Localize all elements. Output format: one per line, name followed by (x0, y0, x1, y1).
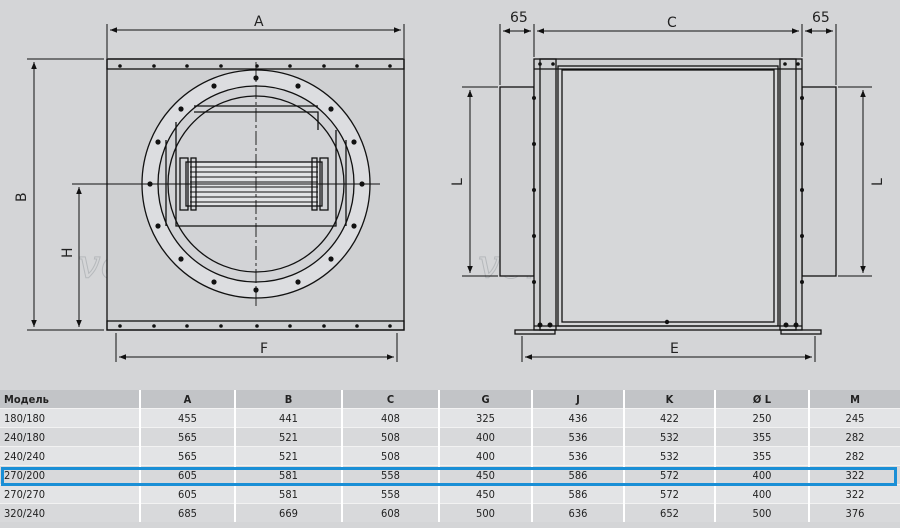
table-cell: 270/200 (0, 465, 141, 485)
header-b: B (235, 390, 343, 409)
table-cell: 180/180 (0, 408, 141, 428)
side-view (499, 58, 837, 335)
table-cell: 685 (140, 503, 236, 522)
table-cell: 669 (235, 503, 343, 522)
header-a: A (140, 390, 236, 409)
technical-drawing: ventilatorry.ru ventilatorry.ru (14, 10, 886, 362)
table-cell: 270/270 (0, 484, 141, 504)
table-cell: 605 (140, 484, 236, 504)
table-cell: 441 (235, 408, 343, 428)
table-cell: 652 (624, 503, 716, 522)
header-g: G (439, 390, 533, 409)
table-cell: 581 (235, 465, 343, 485)
table-row: 320/240 685 669 608 500 636 652 500 376 (0, 503, 900, 522)
table-cell: 558 (342, 484, 440, 504)
table-row: 240/180 565 521 508 400 536 532 355 282 (0, 427, 900, 447)
table-row-highlighted: 270/200 605 581 558 450 586 572 400 322 (0, 465, 900, 485)
dim-label-e: E (670, 341, 679, 357)
dim-label-a: A (254, 14, 264, 30)
table-cell: 586 (532, 465, 625, 485)
dim-label-offset-right: 65 (812, 10, 830, 26)
table-cell: 400 (715, 465, 810, 485)
table-cell: 581 (235, 484, 343, 504)
table-cell: 400 (439, 427, 533, 447)
table-cell: 500 (715, 503, 810, 522)
dim-label-h: H (60, 247, 76, 258)
front-view (106, 58, 405, 331)
table-cell: 586 (532, 484, 625, 504)
dim-label-b: B (14, 192, 30, 202)
table-cell: 508 (342, 446, 440, 466)
table-cell: 500 (439, 503, 533, 522)
table-cell: 436 (532, 408, 625, 428)
table-cell: 320/240 (0, 503, 141, 522)
table-cell: 355 (715, 446, 810, 466)
dim-label-l-left: L (450, 178, 466, 186)
table-row: 180/180 455 441 408 325 436 422 250 245 (0, 408, 900, 428)
table-cell: 450 (439, 484, 533, 504)
table-cell: 532 (624, 427, 716, 447)
table-cell: 355 (715, 427, 810, 447)
dim-label-offset-left: 65 (510, 10, 528, 26)
table-cell: 455 (140, 408, 236, 428)
table-cell: 400 (439, 446, 533, 466)
header-model: Модель (0, 390, 141, 409)
dim-label-c: C (667, 15, 677, 31)
table-cell: 508 (342, 427, 440, 447)
table-cell: 521 (235, 446, 343, 466)
table-cell: 245 (809, 408, 900, 428)
table-cell: 572 (624, 465, 716, 485)
table-header-row: Модель A B C G J K Ø L M (0, 390, 900, 409)
table-cell: 400 (715, 484, 810, 504)
table-cell: 282 (809, 446, 900, 466)
table-cell: 325 (439, 408, 533, 428)
header-k: K (624, 390, 716, 409)
header-l: Ø L (715, 390, 810, 409)
table-cell: 536 (532, 446, 625, 466)
table-cell: 521 (235, 427, 343, 447)
table-cell: 282 (809, 427, 900, 447)
table-cell: 408 (342, 408, 440, 428)
table-cell: 565 (140, 446, 236, 466)
table-cell: 240/180 (0, 427, 141, 447)
spec-table: Модель A B C G J K Ø L M 180/180 455 441… (0, 390, 900, 522)
dim-label-f: F (260, 341, 268, 357)
table-cell: 532 (624, 446, 716, 466)
table-cell: 608 (342, 503, 440, 522)
table-row: 240/240 565 521 508 400 536 532 355 282 (0, 446, 900, 466)
header-j: J (532, 390, 625, 409)
table-cell: 250 (715, 408, 810, 428)
table-cell: 322 (809, 465, 900, 485)
table-cell: 422 (624, 408, 716, 428)
table-cell: 450 (439, 465, 533, 485)
table-cell: 605 (140, 465, 236, 485)
table-cell: 558 (342, 465, 440, 485)
table-row: 270/270 605 581 558 450 586 572 400 322 (0, 484, 900, 504)
table-cell: 572 (624, 484, 716, 504)
table-cell: 240/240 (0, 446, 141, 466)
table-cell: 636 (532, 503, 625, 522)
table-cell: 536 (532, 427, 625, 447)
table-cell: 322 (809, 484, 900, 504)
dim-label-l-right: L (870, 178, 886, 186)
table-cell: 376 (809, 503, 900, 522)
header-c: C (342, 390, 440, 409)
header-m: M (809, 390, 900, 409)
table-cell: 565 (140, 427, 236, 447)
